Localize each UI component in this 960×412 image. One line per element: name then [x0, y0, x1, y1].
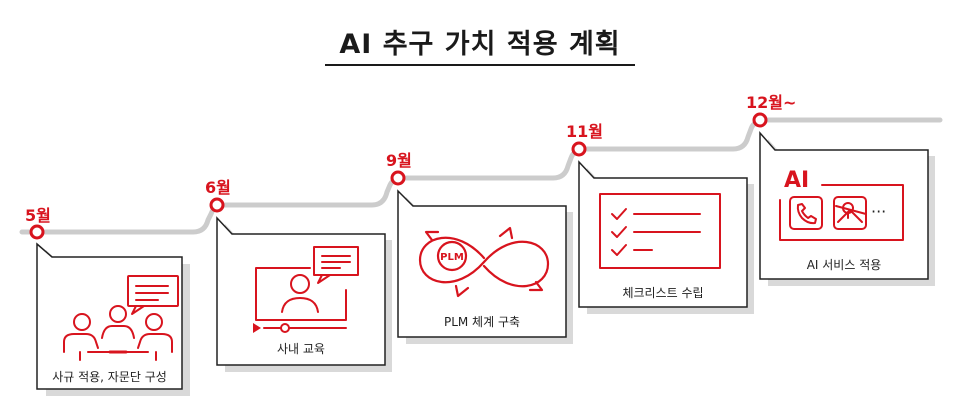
team-meeting-icon [63, 275, 179, 361]
card-label-4: 체크리스트 수립 [622, 286, 704, 300]
timeline-node-september [390, 170, 406, 186]
video-lecture-icon [253, 246, 359, 333]
page-title: AI 추구 가치 적용 계획 [339, 29, 621, 60]
month-label-november: 11월 [566, 122, 603, 141]
timeline-node-december [752, 112, 768, 128]
card-label-1: 사규 적용, 자문단 구성 [52, 370, 167, 384]
card-4 [578, 160, 754, 314]
month-label-september: 9월 [386, 151, 412, 170]
more-dots-text: ··· [871, 202, 886, 221]
card-label-2: 사내 교육 [277, 342, 325, 356]
timeline-node-june [209, 197, 225, 213]
plm-cycle-icon [418, 226, 550, 298]
month-label-june: 6월 [205, 178, 231, 197]
timeline-node-may [29, 224, 45, 240]
month-label-may: 5월 [25, 206, 51, 225]
card-label-5: AI 서비스 적용 [806, 258, 882, 272]
checklist-icon [599, 193, 721, 269]
plm-badge-text: PLM [440, 252, 464, 263]
ai-badge-text: AI [784, 168, 809, 193]
timeline-node-november [571, 141, 587, 157]
card-label-3: PLM 체계 구축 [443, 315, 521, 329]
ai-service-icon [779, 184, 904, 241]
title-underline [325, 64, 635, 66]
month-label-december: 12월~ [746, 93, 797, 112]
